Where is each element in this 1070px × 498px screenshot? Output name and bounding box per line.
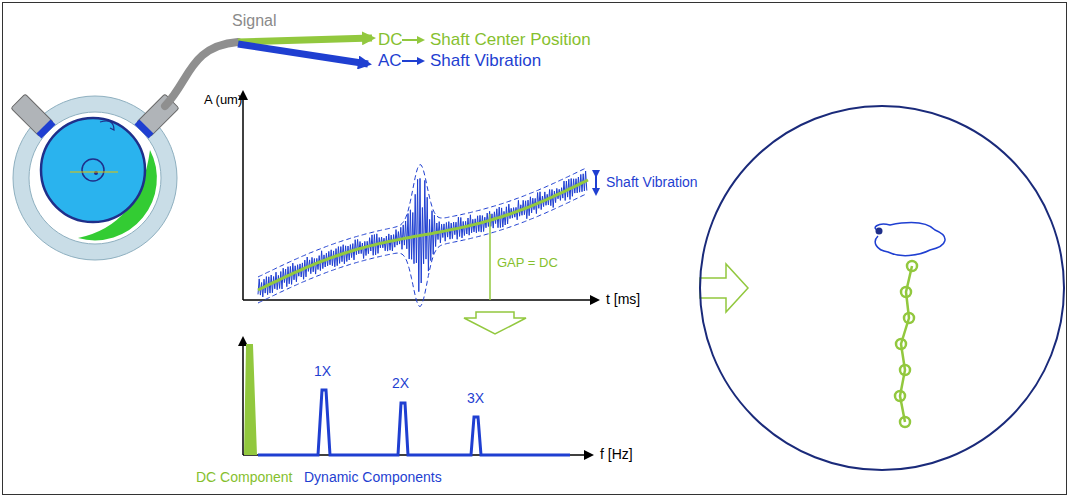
harmonic-label: 1X	[314, 364, 331, 379]
signal-stroke	[258, 165, 587, 278]
y-axis	[242, 92, 244, 300]
ac-arrow	[238, 44, 368, 64]
shaft-orbit	[875, 223, 945, 256]
spectrum-peaks	[258, 390, 570, 455]
axis-label: f [Hz]	[600, 447, 633, 462]
dc-peak	[245, 345, 256, 455]
gap-line	[489, 214, 491, 300]
harmonic-label: 2X	[392, 376, 409, 391]
frame	[3, 3, 1067, 495]
signal-label: Signal	[232, 12, 276, 30]
ac-pointer	[402, 60, 423, 62]
vibration-signal	[258, 165, 588, 307]
centerline-path	[895, 261, 917, 427]
spectrum-caption: DC Component	[196, 470, 293, 485]
spectrum-caption: Dynamic Components	[304, 470, 442, 485]
dc-pointer	[402, 39, 423, 41]
dc-arrow	[238, 38, 372, 42]
amplitude-arrow	[595, 174, 597, 192]
axis-label: A (um)	[204, 93, 242, 107]
orbit-start	[876, 228, 883, 235]
axis-label: t [ms]	[606, 292, 640, 307]
harmonic-label: 3X	[467, 391, 484, 406]
amplitude-label: Shaft Vibration	[606, 175, 698, 190]
x-axis	[243, 299, 598, 301]
bearing-section	[11, 42, 238, 260]
dc-label: DC	[378, 31, 403, 50]
ac-meaning: Shaft Vibration	[430, 52, 541, 71]
clearance-circle	[700, 106, 1064, 470]
ac-label: AC	[378, 52, 402, 71]
down-arrow	[464, 312, 526, 334]
signal-stroke	[258, 194, 587, 307]
spectrum-y-axis	[242, 338, 244, 455]
signal-stroke	[258, 180, 588, 290]
gap-label: GAP = DC	[497, 256, 558, 270]
right-arrow	[700, 264, 748, 312]
dc-meaning: Shaft Center Position	[430, 31, 591, 50]
